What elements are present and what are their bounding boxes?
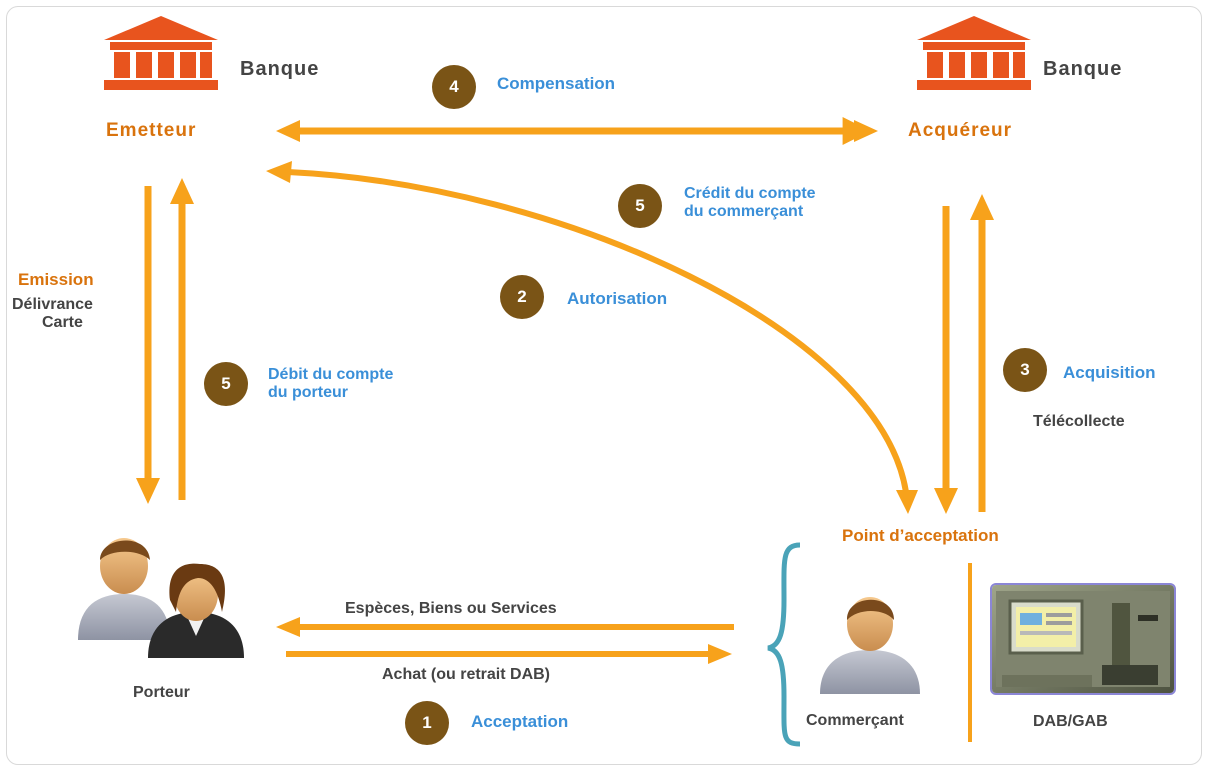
emission-line1: Délivrance — [12, 296, 93, 313]
bank-left-label: Banque — [240, 58, 320, 80]
compensation-arrow-left-head — [276, 120, 300, 142]
emission-line2: Carte — [42, 314, 83, 331]
credit-down-arrow — [934, 206, 958, 514]
acquisition-up-arrow — [970, 194, 994, 512]
step-5-debit-badge: 5 — [204, 362, 248, 406]
porteur-label: Porteur — [133, 684, 190, 701]
emetteur-label: Emetteur — [106, 120, 197, 141]
goods-arrow — [276, 617, 734, 637]
step-3-badge: 3 — [1003, 348, 1047, 392]
atm-photo — [990, 583, 1176, 695]
debit-label-line2: du porteur — [268, 384, 348, 401]
step-5-credit-badge: 5 — [618, 184, 662, 228]
step-2-badge: 2 — [500, 275, 544, 319]
debit-label-line1: Débit du compte — [268, 366, 394, 383]
autorisation-label: Autorisation — [567, 289, 668, 308]
credit-label-line2: du commerçant — [684, 203, 804, 220]
commercant-person-icon — [820, 597, 920, 694]
acceptation-label: Acceptation — [471, 712, 569, 731]
diagram-frame — [6, 6, 1202, 765]
emission-title: Emission — [18, 270, 94, 289]
atm-illustration-icon — [992, 585, 1174, 693]
dab-label: DAB/GAB — [1033, 713, 1108, 730]
acquereur-label: Acquéreur — [908, 120, 1013, 141]
commercant-label: Commerçant — [806, 712, 904, 729]
compensation-label: Compensation — [497, 74, 616, 93]
step-1-badge: 1 — [405, 701, 449, 745]
credit-label-line1: Crédit du compte — [684, 185, 816, 202]
bank-right-label: Banque — [1043, 58, 1123, 80]
compensation-arrow-right-head — [854, 120, 878, 142]
porteur-people-icon — [78, 538, 244, 658]
goods-flow-label: Espèces, Biens ou Services — [345, 600, 557, 617]
point-acceptation-label: Point d’acceptation — [842, 526, 999, 545]
emission-down-arrow — [136, 186, 160, 504]
merchant-brace — [767, 542, 801, 747]
autorisation-curve-arrow — [266, 161, 918, 514]
bank-emetteur-icon — [104, 16, 218, 90]
telecollecte-label: Télécollecte — [1033, 413, 1125, 430]
bank-acquereur-icon — [917, 16, 1031, 90]
purchase-flow-label: Achat (ou retrait DAB) — [382, 666, 551, 683]
step-4-badge: 4 — [432, 65, 476, 109]
acquisition-label: Acquisition — [1063, 363, 1156, 382]
debit-up-arrow — [170, 178, 194, 500]
purchase-arrow — [286, 644, 732, 664]
